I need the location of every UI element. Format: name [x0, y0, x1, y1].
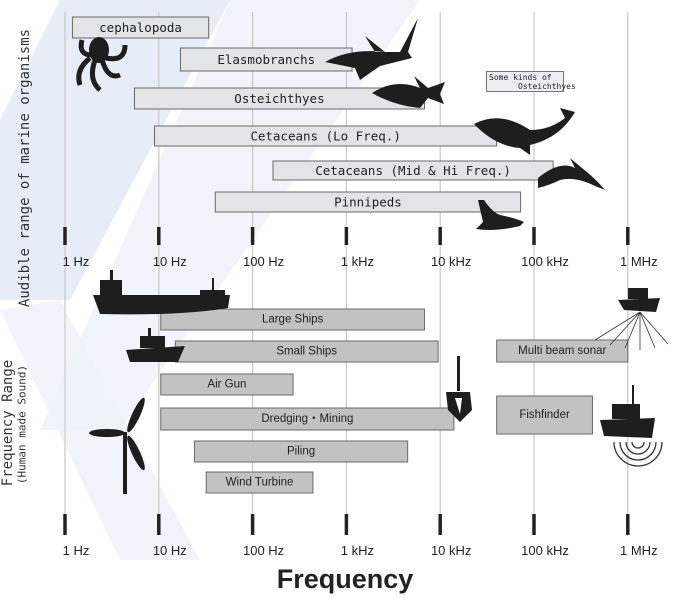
range-bar-label: Wind Turbine	[226, 477, 294, 489]
organisms-axis-label: Audible range of marine organisms	[17, 28, 33, 308]
dolphin-icon	[538, 158, 605, 190]
range-bar-cephalopoda	[71, 16, 210, 39]
tick-label-lower: 10 kHz	[431, 543, 471, 558]
range-bar-label: Multi beam sonar	[518, 345, 606, 357]
tick-label-lower: 100 Hz	[243, 543, 284, 558]
human-sound-axis-sublabel: (Human made Sound)	[15, 364, 29, 485]
range-bar-label: Fishfinder	[519, 409, 570, 421]
range-bar-wind-turbine	[205, 471, 314, 494]
tick-label-upper: 10 kHz	[431, 254, 471, 269]
range-bar-label: Dredging・Mining	[261, 413, 353, 425]
range-bar-label: cephalopoda	[99, 20, 182, 35]
range-bar-pinnipeds	[214, 191, 522, 213]
human-sound-axis-label: Frequency Range	[0, 359, 16, 487]
range-bar-dredging-mining	[160, 407, 455, 431]
range-bar-air-gun	[160, 373, 294, 396]
tick-label-lower: 1 MHz	[620, 543, 658, 558]
tick-label-upper: 1 Hz	[63, 254, 90, 269]
range-bar-label: Cetaceans (Mid & Hi Freq.)	[315, 163, 511, 178]
range-bar-label: Pinnipeds	[334, 195, 402, 210]
range-bar-label: Osteichthyes	[234, 91, 324, 106]
tick-label-lower: 1 Hz	[63, 543, 90, 558]
note-line-1: Some kinds of	[489, 73, 552, 82]
fishfinder-ship-icon	[600, 385, 663, 467]
large-ship-icon	[93, 270, 230, 315]
x-axis-title: Frequency	[276, 564, 414, 594]
range-bar-label: Air Gun	[207, 379, 246, 391]
octopus-icon	[76, 37, 128, 92]
shark-icon	[325, 18, 418, 80]
range-bar-label: Cetaceans (Lo Freq.)	[250, 129, 401, 144]
range-bar-large-ships	[160, 308, 425, 331]
tick-label-upper: 1 kHz	[341, 254, 374, 269]
seal-icon	[476, 200, 524, 230]
range-bar-label: Large Ships	[262, 314, 324, 326]
range-bar-piling	[193, 440, 409, 463]
osteichthyes-note: Some kinds of Osteichthyes	[486, 71, 576, 92]
note-line-2: Osteichthyes	[518, 82, 576, 91]
wind-turbine-icon	[89, 397, 145, 494]
tick-label-lower: 100 kHz	[521, 543, 569, 558]
tick-label-upper: 100 Hz	[243, 254, 284, 269]
small-ship-icon	[126, 328, 185, 362]
range-bar-fishfinder	[496, 395, 593, 435]
range-bar-label: Piling	[287, 446, 315, 458]
tick-label-lower: 1 kHz	[341, 543, 374, 558]
dredge-grab-icon	[446, 356, 472, 422]
tick-label-upper: 100 kHz	[521, 254, 569, 269]
tick-label-upper: 1 MHz	[620, 254, 658, 269]
tick-label-lower: 10 Hz	[153, 543, 187, 558]
range-bar-label: Small Ships	[276, 346, 337, 358]
sonar-ship-icon	[594, 288, 669, 350]
range-bar-label: Elasmobranchs	[217, 52, 315, 67]
range-bar-multi-beam-sonar	[496, 339, 629, 363]
fish-icon	[372, 76, 445, 108]
tick-label-upper: 10 Hz	[153, 254, 187, 269]
whale-icon	[474, 108, 575, 155]
